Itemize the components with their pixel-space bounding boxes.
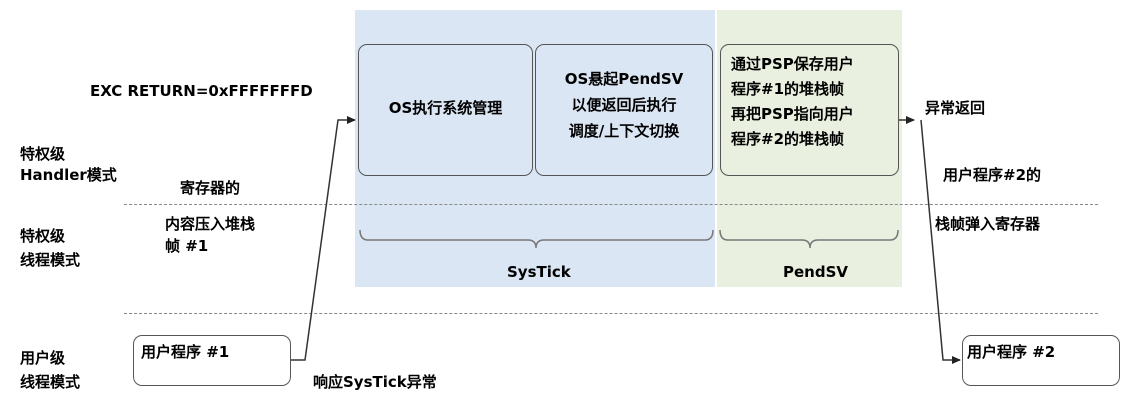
pendsv-region [717, 10, 902, 287]
exception-return-label: 异常返回 [925, 99, 986, 117]
psp-line1: 通过PSP保存用户 [731, 55, 854, 73]
systick-brace-label: SysTick [507, 263, 571, 281]
level-user-thread-line2: 线程模式 [20, 373, 81, 391]
exc-return-label: EXC RETURN=0xFFFFFFFD [90, 82, 313, 100]
level-user-thread-line1: 用户级 [20, 349, 66, 367]
pop-note-line2: 栈帧弹入寄存器 [935, 215, 1041, 233]
os-pendsv-box: OS悬起PendSV 以便返回后执行 调度/上下文切换 [535, 44, 713, 176]
psp-line4: 程序#2的堆栈帧 [731, 130, 845, 148]
os-pend-line3: 调度/上下文切换 [568, 122, 680, 140]
user-program-1-box: 用户程序 #1 [133, 335, 291, 386]
os-mgmt-box: OS执行系统管理 [358, 44, 533, 176]
os-pend-line2: 以便返回后执行 [571, 96, 677, 114]
level-handler-line1: 特权级 [20, 145, 66, 163]
arrow-to-user-program-2 [920, 119, 961, 364]
psp-line3: 再把PSP指向用户 [731, 105, 854, 123]
pop-note-line1: 用户程序#2的 [943, 166, 1042, 184]
level-handler-line2: Handler模式 [20, 166, 117, 184]
pendsv-brace [719, 229, 899, 249]
pendsv-brace-label: PendSV [783, 263, 848, 281]
push-note-line2: 内容压入堆栈 [165, 215, 256, 233]
handler-thread-divider [124, 204, 1098, 205]
privilege-divider [124, 313, 1098, 314]
systick-brace [359, 229, 714, 249]
psp-line2: 程序#1的堆栈帧 [731, 80, 845, 98]
user-program-2-box: 用户程序 #2 [962, 335, 1120, 386]
user-program-1-label: 用户程序 #1 [141, 343, 230, 361]
response-systick-label: 响应SysTick异常 [313, 373, 437, 391]
psp-switch-box: 通过PSP保存用户 程序#1的堆栈帧 再把PSP指向用户 程序#2的堆栈帧 [720, 44, 899, 176]
push-note-line1: 寄存器的 [180, 179, 241, 197]
level-priv-thread-line1: 特权级 [20, 227, 66, 245]
level-priv-thread-line2: 线程模式 [20, 251, 81, 269]
os-mgmt-label: OS执行系统管理 [388, 99, 503, 117]
push-note-line3: 帧 #1 [165, 237, 209, 255]
user-program-2-label: 用户程序 #2 [967, 343, 1056, 361]
arrow-to-systick [291, 116, 356, 361]
os-pend-line1: OS悬起PendSV [564, 70, 684, 88]
